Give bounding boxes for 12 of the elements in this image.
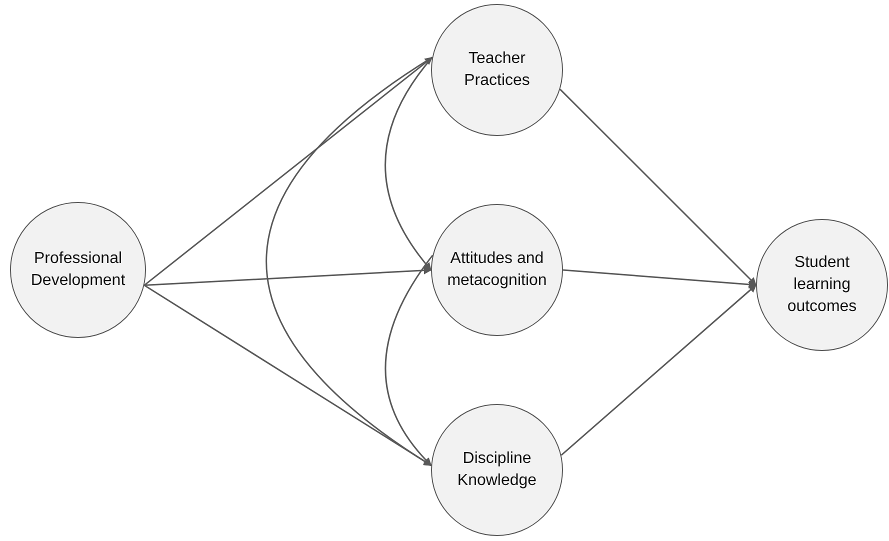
arrow xyxy=(144,56,433,286)
node-label: Discipline Knowledge xyxy=(456,449,538,491)
arrow xyxy=(144,266,432,286)
arrow xyxy=(560,88,757,286)
arrow xyxy=(560,284,757,456)
node-label: Professional Development xyxy=(30,249,126,291)
arrow xyxy=(384,254,434,466)
node-label: Student learning outcomes xyxy=(786,253,858,317)
node-label: Attitudes and metacognition xyxy=(446,249,548,291)
arrow xyxy=(562,269,757,288)
node-label: Teacher Practices xyxy=(463,49,531,91)
arrow xyxy=(266,56,433,466)
